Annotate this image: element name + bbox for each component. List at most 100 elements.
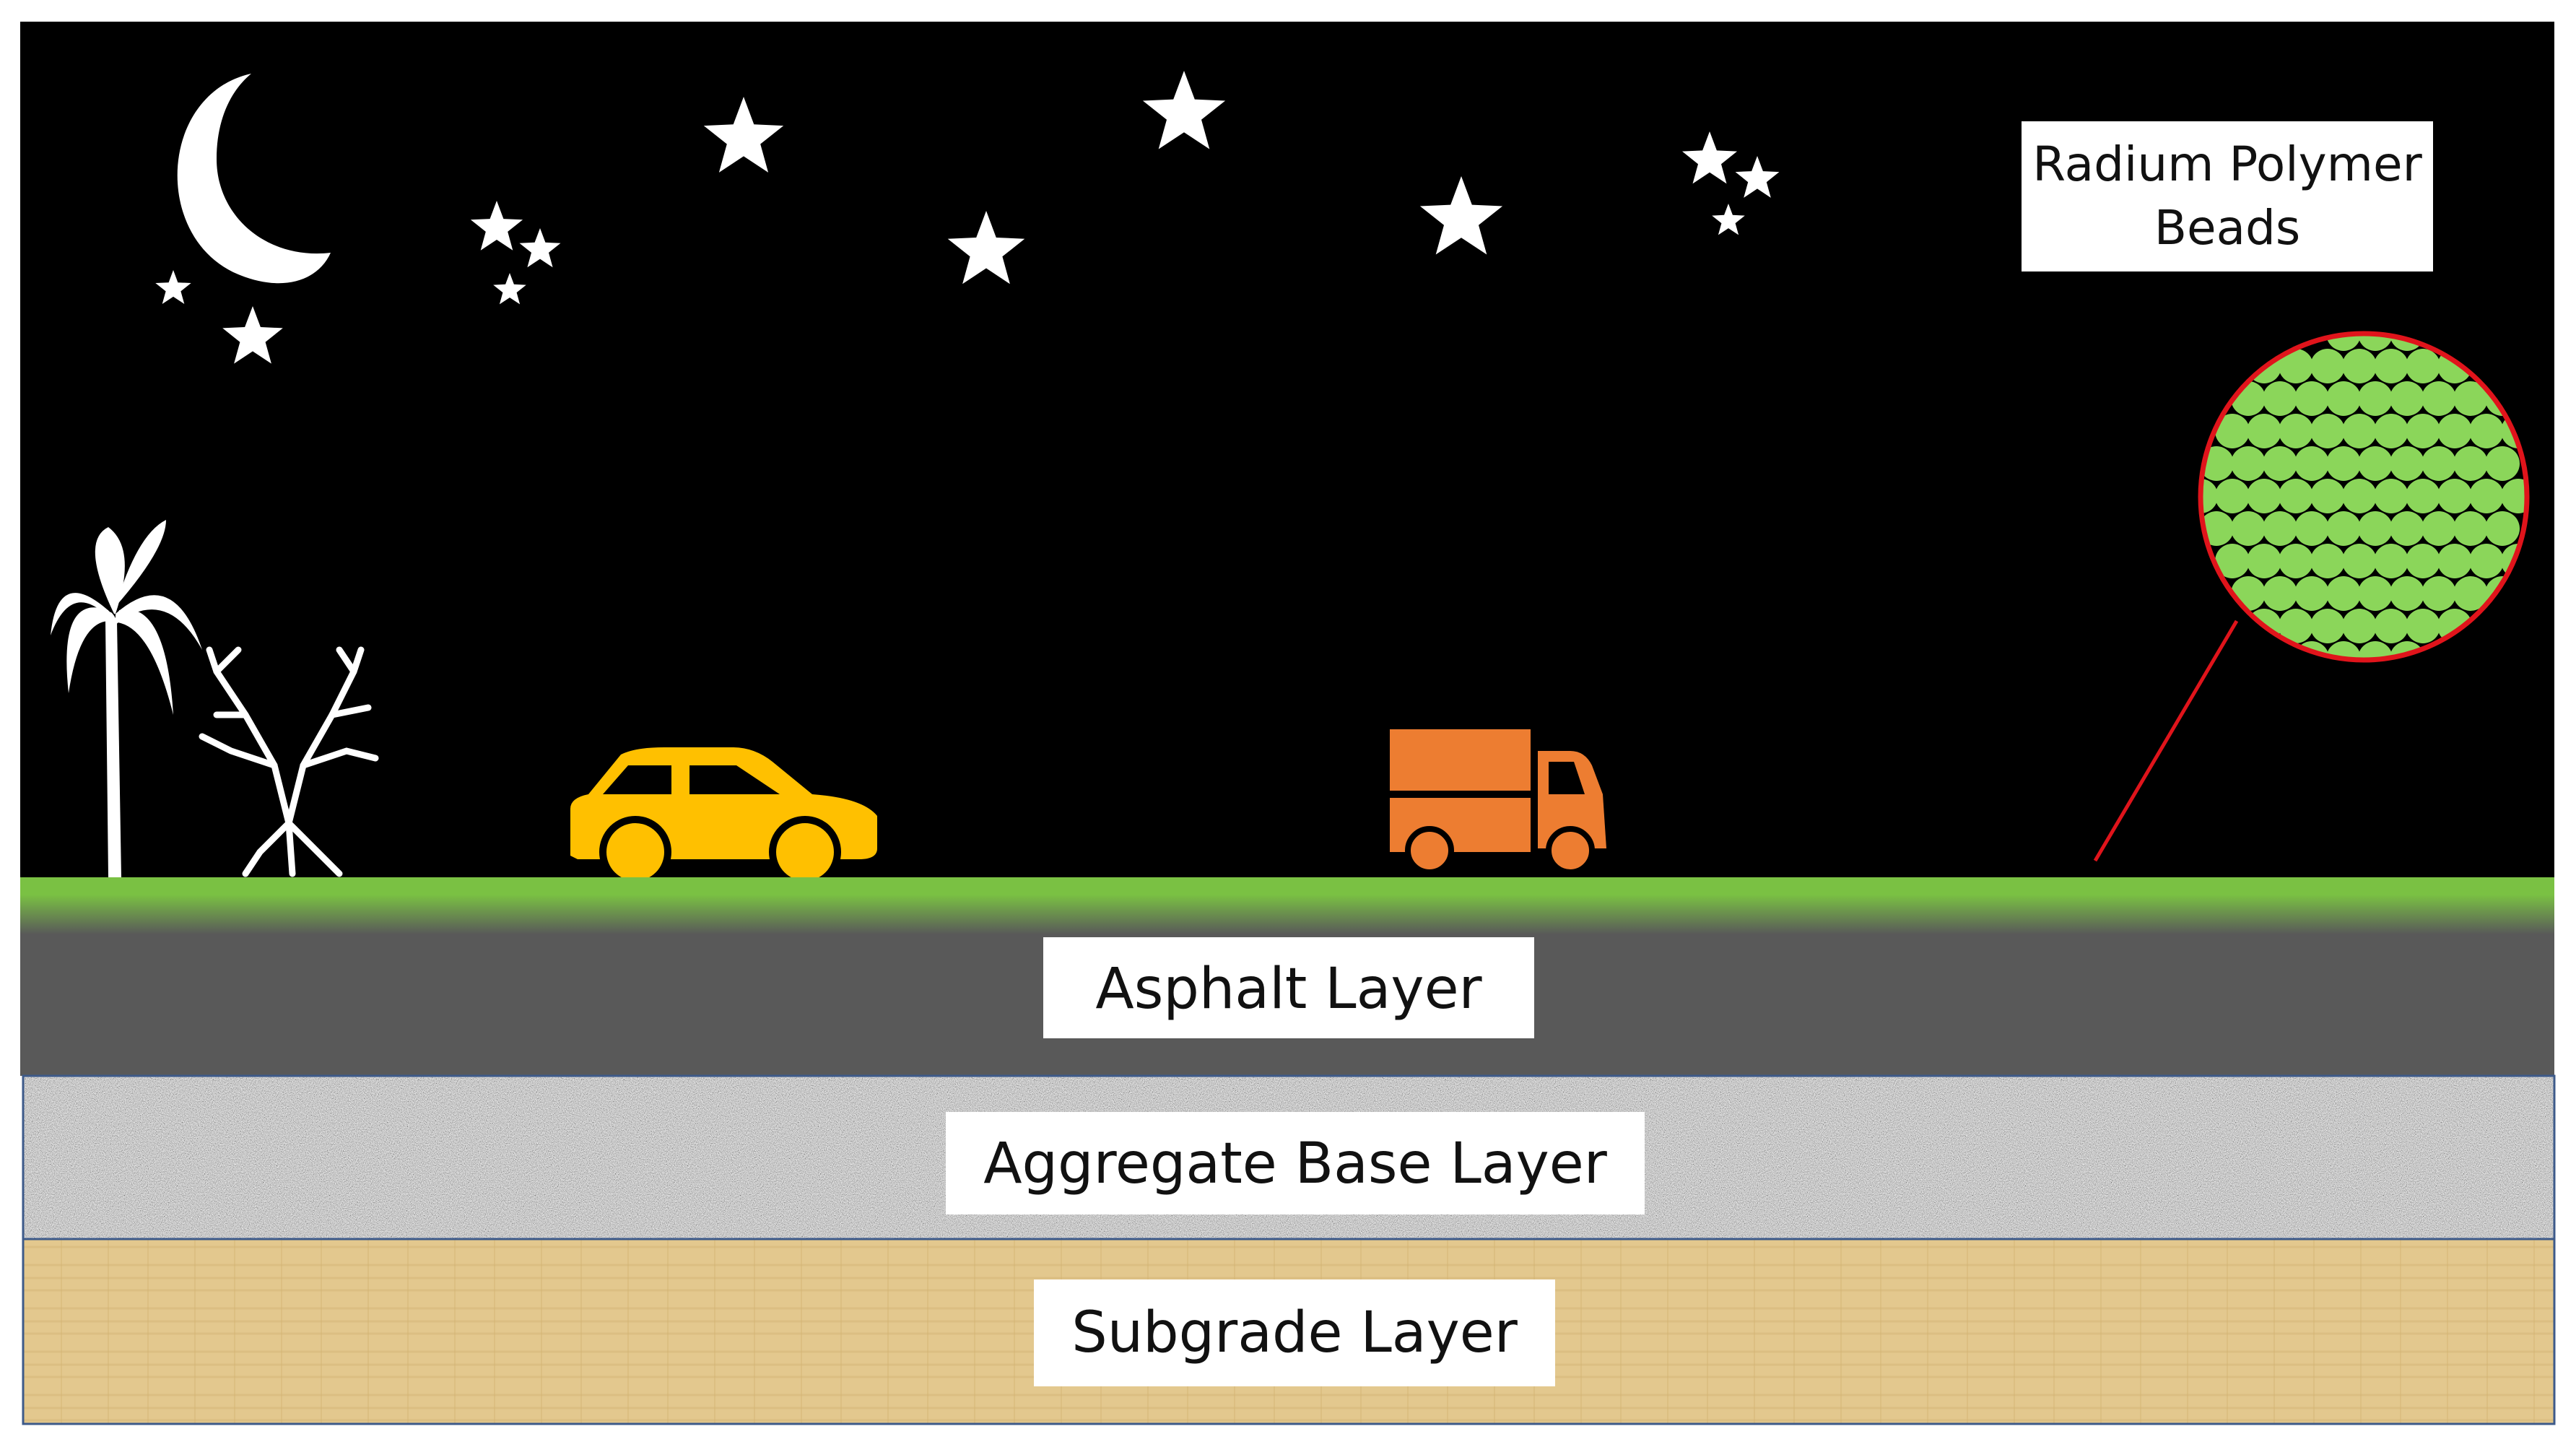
polymer-bead bbox=[2294, 381, 2329, 416]
polymer-bead bbox=[2406, 414, 2440, 448]
moon-icon bbox=[177, 74, 331, 284]
polymer-bead bbox=[2342, 349, 2377, 383]
bare-tree-icon bbox=[199, 646, 379, 877]
polymer-bead bbox=[2485, 446, 2520, 481]
asphalt-label: Asphalt Layer bbox=[1095, 957, 1482, 1022]
polymer-bead bbox=[2326, 381, 2361, 416]
star-icon bbox=[1735, 156, 1780, 198]
star-icon bbox=[1419, 176, 1503, 255]
polymer-bead bbox=[2263, 576, 2297, 611]
star-icon bbox=[155, 270, 191, 304]
polymer-bead bbox=[2453, 576, 2488, 611]
polymer-bead bbox=[2231, 511, 2266, 546]
star-icon bbox=[1142, 71, 1226, 149]
polymer-bead bbox=[2358, 381, 2393, 416]
polymer-bead bbox=[2310, 349, 2345, 383]
polymer-bead bbox=[2326, 511, 2361, 546]
polymer-bead bbox=[2326, 335, 2361, 351]
polymer-bead bbox=[2374, 609, 2409, 643]
polymer-bead bbox=[2294, 446, 2329, 481]
polymer-bead bbox=[2358, 335, 2393, 351]
star-icon bbox=[470, 201, 523, 251]
star-icon bbox=[703, 97, 784, 173]
polymer-bead bbox=[2374, 349, 2409, 383]
beads-zoom-circle bbox=[2198, 331, 2530, 663]
polymer-bead bbox=[2501, 479, 2525, 513]
polymer-bead bbox=[2279, 414, 2313, 448]
polymer-bead bbox=[2406, 544, 2440, 578]
beads-label-line-2: Beads bbox=[2154, 200, 2301, 256]
polymer-bead bbox=[2247, 479, 2281, 513]
polymer-bead bbox=[2421, 381, 2456, 416]
polymer-bead bbox=[2310, 479, 2345, 513]
star-icon bbox=[493, 273, 526, 305]
polymer-bead bbox=[2326, 576, 2361, 611]
star-icon bbox=[1682, 131, 1737, 184]
polymer-bead bbox=[2279, 349, 2313, 383]
subgrade-label-box: Subgrade Layer bbox=[1034, 1279, 1555, 1386]
polymer-bead bbox=[2485, 511, 2520, 546]
truck-icon bbox=[1390, 729, 1606, 875]
polymer-bead bbox=[2437, 479, 2472, 513]
aggregate-label: Aggregate Base Layer bbox=[983, 1131, 1608, 1196]
polymer-bead bbox=[2406, 349, 2440, 383]
polymer-bead bbox=[2421, 511, 2456, 546]
polymer-bead bbox=[2469, 479, 2504, 513]
aggregate-label-box: Aggregate Base Layer bbox=[946, 1112, 1645, 1214]
polymer-bead bbox=[2421, 446, 2456, 481]
polymer-bead bbox=[2342, 414, 2377, 448]
polymer-bead bbox=[2342, 544, 2377, 578]
polymer-bead bbox=[2215, 544, 2250, 578]
polymer-bead bbox=[2294, 576, 2329, 611]
palm-tree-icon bbox=[51, 520, 202, 877]
polymer-bead bbox=[2342, 609, 2377, 643]
polymer-bead bbox=[2294, 511, 2329, 546]
polymer-bead bbox=[2421, 576, 2456, 611]
polymer-bead bbox=[2247, 414, 2281, 448]
polymer-bead bbox=[2358, 511, 2393, 546]
polymer-bead bbox=[2326, 446, 2361, 481]
polymer-bead bbox=[2374, 414, 2409, 448]
polymer-bead bbox=[2279, 479, 2313, 513]
polymer-bead bbox=[2374, 479, 2409, 513]
polymer-bead bbox=[2406, 479, 2440, 513]
polymer-bead bbox=[2310, 609, 2345, 643]
star-icon bbox=[519, 228, 561, 268]
polymer-bead bbox=[2390, 381, 2424, 416]
polymer-bead bbox=[2310, 414, 2345, 448]
polymer-bead bbox=[2326, 641, 2361, 659]
polymer-bead bbox=[2215, 414, 2250, 448]
subgrade-label: Subgrade Layer bbox=[1071, 1300, 1518, 1365]
polymer-bead bbox=[2202, 479, 2218, 513]
polymer-bead bbox=[2437, 544, 2472, 578]
star-icon bbox=[222, 306, 283, 364]
polymer-bead bbox=[2263, 446, 2297, 481]
stars bbox=[155, 71, 1780, 364]
polymer-bead bbox=[2358, 641, 2393, 659]
polymer-bead bbox=[2469, 414, 2504, 448]
polymer-bead bbox=[2279, 544, 2313, 578]
polymer-bead bbox=[2263, 511, 2297, 546]
polymer-bead bbox=[2263, 381, 2297, 416]
asphalt-label-box: Asphalt Layer bbox=[1043, 937, 1534, 1038]
polymer-bead bbox=[2342, 479, 2377, 513]
polymer-bead bbox=[2390, 511, 2424, 546]
polymer-bead bbox=[2279, 609, 2313, 643]
polymer-bead bbox=[2231, 446, 2266, 481]
road-surface bbox=[20, 877, 2554, 895]
polymer-bead bbox=[2374, 544, 2409, 578]
polymer-bead bbox=[2215, 479, 2250, 513]
polymer-bead bbox=[2469, 544, 2504, 578]
polymer-bead bbox=[2453, 511, 2488, 546]
beads-label-box: Radium Polymer Beads bbox=[2022, 121, 2433, 271]
star-icon bbox=[947, 211, 1025, 284]
polymer-bead bbox=[2390, 446, 2424, 481]
polymer-bead bbox=[2453, 446, 2488, 481]
beads-label-line-1: Radium Polymer bbox=[2032, 136, 2422, 192]
polymer-bead bbox=[2310, 544, 2345, 578]
polymer-bead bbox=[2390, 576, 2424, 611]
polymer-bead bbox=[2358, 446, 2393, 481]
zoom-pointer-line bbox=[2093, 620, 2239, 862]
polymer-bead bbox=[2358, 576, 2393, 611]
